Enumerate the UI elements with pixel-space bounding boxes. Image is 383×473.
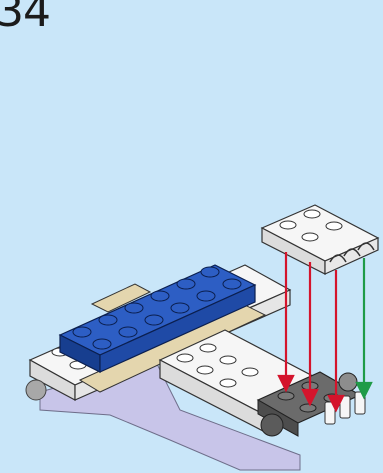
gray-knob-right xyxy=(261,414,283,436)
green-arrow xyxy=(357,258,371,397)
floating-white-plate xyxy=(262,205,378,274)
gray-knob-left xyxy=(26,380,46,400)
gray-knob-top xyxy=(339,373,357,391)
